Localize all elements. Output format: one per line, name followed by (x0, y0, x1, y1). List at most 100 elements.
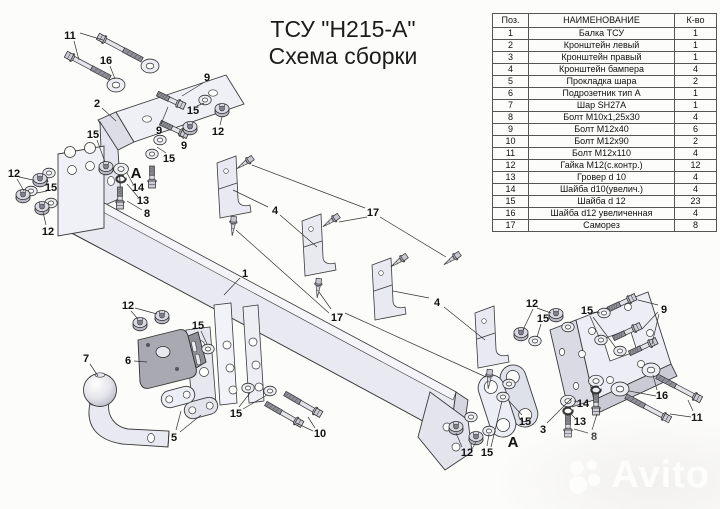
grover-washer (590, 385, 602, 395)
washer-d12 (145, 148, 159, 160)
avito-watermark: Avito (565, 454, 710, 497)
callout-label: 9 (204, 72, 210, 84)
washer-d12 (263, 385, 277, 397)
table-header-row: Поз. НАИМЕНОВАНИЕ К-во (492, 13, 717, 28)
callout-label: 15 (163, 153, 175, 165)
grover-washer (562, 406, 574, 416)
nut-m12 (34, 201, 50, 216)
bolt-m10 (115, 186, 125, 210)
corner-shade (500, 419, 720, 509)
callout-label: 9 (156, 125, 162, 137)
washer-d12 (561, 321, 575, 333)
screw-self-tapping (390, 252, 409, 268)
callout-label: 12 (8, 168, 20, 180)
screw-self-tapping (229, 215, 238, 237)
screw-self-tapping (236, 154, 255, 170)
callout-label: 16 (100, 55, 112, 67)
drawing-title: ТСУ "H215-A" Схема сборки (238, 16, 448, 70)
bolt-m12x40 (158, 119, 190, 139)
nut-m12 (98, 161, 114, 176)
washer-d12 (464, 411, 478, 423)
bumper-bracket-part (301, 213, 337, 277)
callout-label: 15 (481, 447, 493, 459)
callout-label: 5 (171, 432, 177, 444)
washer-d10 (560, 394, 576, 408)
callout-label: 12 (212, 126, 224, 138)
callout-label: 15 (45, 182, 57, 194)
callout-label: 6 (125, 355, 131, 367)
bumper-bracket-part (474, 305, 510, 369)
callout-label: 15 (87, 129, 99, 141)
bolt-m12x90 (283, 390, 324, 418)
callout-label: 14 (577, 398, 590, 410)
callout-label: 1 (242, 268, 248, 280)
washer-d12-large (641, 362, 661, 378)
watermark-text: Avito (611, 454, 710, 496)
washer-d12 (496, 391, 510, 403)
bolt-m12x110 (95, 32, 144, 63)
callout-label: 12 (42, 226, 54, 238)
callout-label: 7 (83, 353, 89, 365)
callout-label: 15 (537, 313, 549, 325)
callout-label: 12 (461, 447, 473, 459)
nut-m12 (182, 121, 198, 136)
nut-m12 (448, 421, 464, 436)
callout-label: 4 (434, 297, 441, 309)
beam-end-plate (57, 142, 105, 237)
washer-d12-large (106, 77, 126, 93)
washer-d12 (594, 334, 608, 346)
title-line-subtitle: Схема сборки (268, 43, 418, 69)
callout-label: 15 (581, 305, 593, 317)
washer-d12-large (140, 58, 160, 74)
ball-spacer-part (160, 385, 219, 420)
callout-label: 10 (314, 428, 326, 440)
avito-logo-icon (569, 459, 601, 494)
callout-label: 12 (526, 298, 538, 310)
callout-label: 17 (331, 312, 343, 324)
bolt-m12x40 (155, 90, 187, 110)
bumper-bracket-part (371, 257, 407, 321)
callout-label: 14 (132, 182, 145, 194)
nut-m12 (132, 317, 148, 332)
washer-d12-large (610, 381, 630, 397)
callout-label: 4 (272, 205, 279, 217)
nut-m12 (513, 327, 529, 342)
col-header-position: Поз. (492, 13, 529, 28)
col-header-qty: К-во (674, 13, 717, 28)
washer-d12 (201, 343, 215, 355)
callout-label: A (131, 165, 142, 182)
callout-label: 15 (192, 320, 204, 332)
washer-d12 (153, 134, 167, 146)
washer-d12 (198, 94, 212, 106)
callout-label: 12 (122, 300, 134, 312)
callout-label: 16 (656, 390, 668, 402)
callout-label: 15 (187, 105, 199, 117)
callout-label: 8 (144, 208, 150, 220)
screw-self-tapping (443, 250, 462, 266)
nut-m12 (214, 103, 230, 118)
washer-d10 (588, 374, 604, 388)
washer-d12 (502, 378, 516, 390)
callout-label: 11 (64, 30, 76, 42)
bolt-m12x110 (655, 373, 704, 404)
callout-label: 9 (661, 304, 667, 316)
washer-d10 (113, 162, 129, 176)
nut-m12 (15, 189, 31, 204)
washer-d12 (613, 345, 627, 357)
